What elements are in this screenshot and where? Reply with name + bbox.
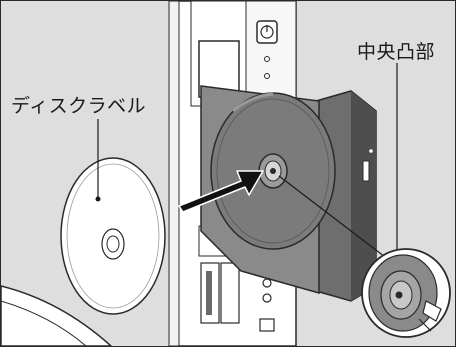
indicator-led-1 <box>264 56 270 62</box>
hub-magnifier <box>361 248 451 338</box>
disc-label-caption: ディスクラベル <box>11 95 147 117</box>
loose-disc <box>60 157 166 315</box>
drive-tray-bezel <box>315 90 377 302</box>
device-edge-left <box>1 285 113 346</box>
power-icon <box>256 20 278 44</box>
disc-in-tray <box>210 92 336 250</box>
disc-label-leader-dot <box>95 196 101 202</box>
indicator-led-2 <box>264 73 270 79</box>
insert-arrow <box>178 170 264 213</box>
device-edge-left-line <box>1 300 87 346</box>
center-hub-caption: 中央凸部 <box>357 41 436 63</box>
magnify-connector <box>278 175 394 264</box>
pc-tower <box>168 1 297 346</box>
